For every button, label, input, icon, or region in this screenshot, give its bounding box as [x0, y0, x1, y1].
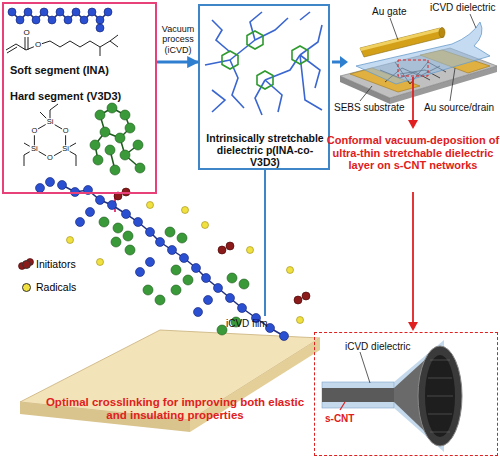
atom-label: Si	[46, 118, 55, 126]
atom-label: O	[30, 127, 38, 135]
v3d3-skeletal-formula	[24, 104, 76, 166]
polymer-network	[205, 12, 322, 115]
ina-skeletal-formula	[6, 35, 118, 56]
node-text: Intrinsically stretchable dielectric p(I…	[203, 132, 327, 168]
node-text: iCVD dielectric	[345, 341, 465, 353]
annotation-label: SEBS substrate	[334, 102, 414, 114]
legend-swatch	[22, 283, 31, 292]
annotation-label: iCVD film	[226, 318, 286, 330]
process-arrow	[157, 61, 198, 64]
process-arrow	[332, 56, 348, 68]
annotation-label: Optimal crosslinking for improving both …	[40, 396, 310, 422]
transistor-device	[340, 14, 497, 104]
inset-box: iCVD dielectric s-CNT	[314, 332, 498, 456]
annotation-label: Au gate	[372, 6, 432, 18]
polymer-chain-model	[19, 178, 311, 341]
cnt-inset-illustration	[322, 340, 462, 452]
icvd-film-slab	[20, 330, 320, 432]
legend-text: Radicals	[36, 281, 76, 293]
v3d3-ball-model	[90, 103, 145, 175]
node-text: s-CNT	[325, 413, 385, 425]
blue-leader-line	[264, 170, 266, 316]
annotation-label: iCVD dielectric	[430, 2, 500, 14]
atom-label: O	[34, 41, 42, 49]
atom-label: Si	[30, 145, 39, 153]
annotation-label: Conformal vacuum-deposition of ultra-thi…	[326, 134, 500, 172]
edge-label: Vacuum process (iCVD)	[157, 24, 199, 55]
legend-swatch	[22, 260, 31, 269]
red-leader-arrows	[408, 77, 418, 331]
node-text: Hard segment (V3D3)	[10, 90, 150, 103]
legend-text: Initiators	[36, 258, 76, 270]
node-text: Soft segment (INA)	[10, 64, 150, 77]
atom-label: O	[62, 127, 70, 135]
atom-label: O	[46, 154, 54, 162]
atom-label: Si	[61, 145, 70, 153]
atom-label: O	[22, 29, 30, 37]
polymer-box: Intrinsically stretchable dielectric p(I…	[198, 4, 330, 170]
annotation-label: Au source/drain	[424, 102, 500, 114]
